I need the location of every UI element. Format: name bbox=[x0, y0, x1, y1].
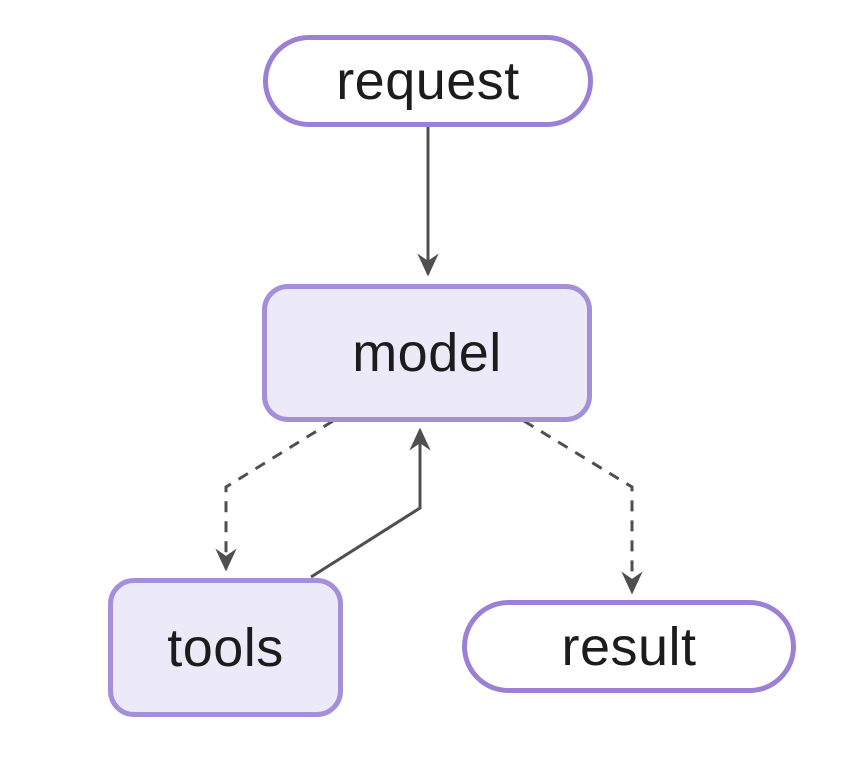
edge-model-to-result bbox=[523, 419, 643, 595]
node-result-label: result bbox=[561, 616, 697, 677]
node-model: model bbox=[262, 284, 592, 422]
node-tools-label: tools bbox=[167, 617, 284, 678]
node-tools: tools bbox=[108, 578, 343, 717]
node-result: result bbox=[462, 600, 796, 693]
node-request: request bbox=[263, 35, 593, 127]
node-request-label: request bbox=[336, 51, 520, 111]
node-model-label: model bbox=[352, 323, 502, 383]
edge-model-to-tools bbox=[215, 419, 334, 572]
edge-tools-to-model bbox=[310, 427, 431, 579]
